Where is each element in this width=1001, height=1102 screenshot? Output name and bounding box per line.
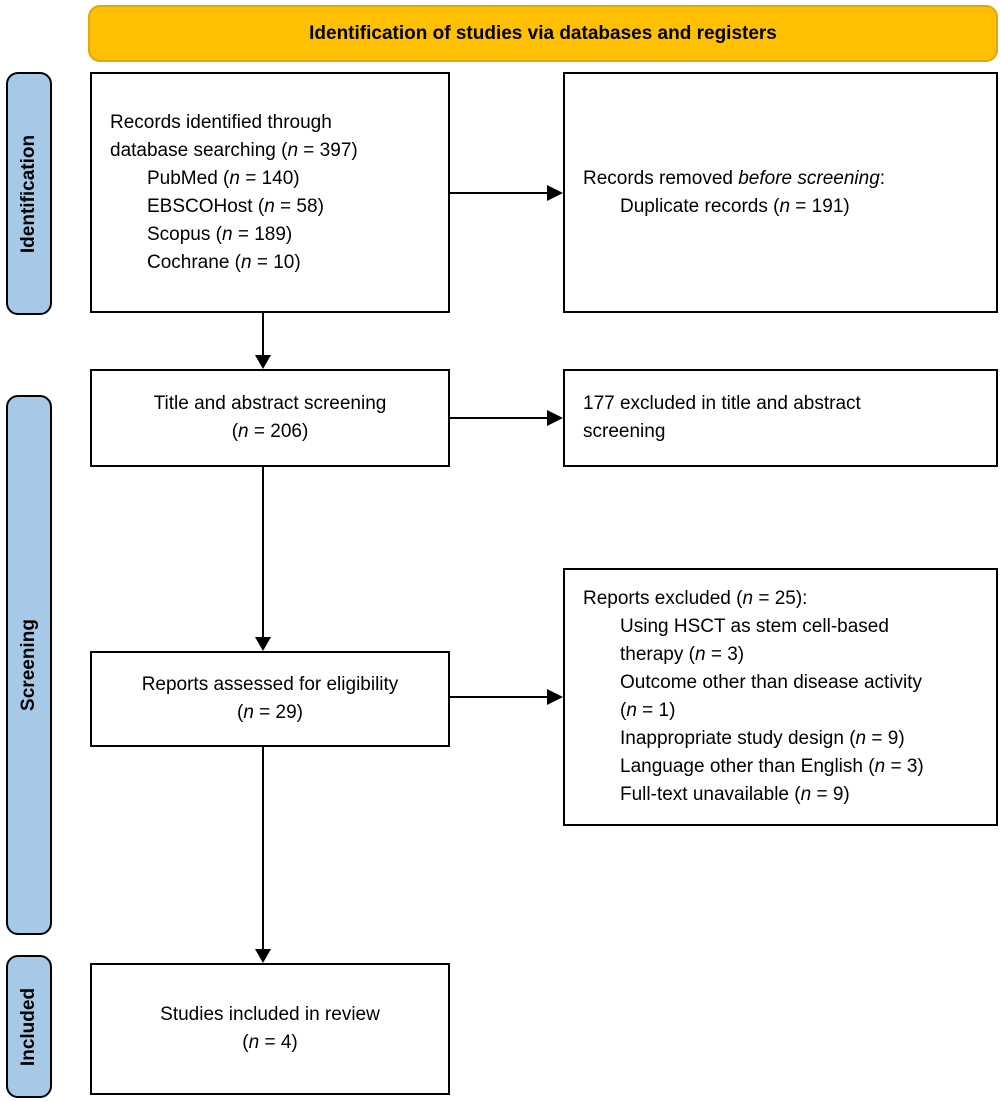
box-records-identified: Records identified through database sear… — [90, 72, 450, 313]
box-text-line: Cochrane (n = 10) — [147, 251, 301, 273]
box-excluded-title-abstract: 177 excluded in title and abstract scree… — [563, 369, 998, 467]
arrow-eligibility-to-excluded-line — [450, 695, 547, 698]
stage-bar-included: Included — [6, 955, 52, 1098]
box-text-line: EBSCOHost (n = 58) — [147, 195, 324, 217]
box-text-line: Studies included in review — [160, 1004, 380, 1025]
stage-label-screening: Screening — [18, 619, 39, 711]
box-reports-excluded: Reports excluded (n = 25): Using HSCT as… — [563, 568, 998, 826]
box-text-line: Inappropriate study design (n = 9) — [620, 728, 905, 749]
arrow-right-icon — [547, 185, 563, 201]
box-text-line: (n = 29) — [236, 702, 304, 723]
box-reports-assessed: Reports assessed for eligibility (n = 29… — [90, 651, 450, 747]
box-text-line: Outcome other than disease activity — [620, 672, 923, 693]
box-text-line: (n = 1) — [620, 700, 676, 721]
banner-label: Identification of studies via databases … — [309, 22, 777, 44]
box-text-line: Reports assessed for eligibility — [141, 674, 399, 695]
box-text-line: (n = 206) — [231, 421, 309, 442]
box-text-line: 177 excluded in title and abstract — [583, 393, 861, 414]
stage-label-included: Included — [18, 987, 39, 1066]
stage-label-identification: Identification — [18, 134, 40, 253]
box-text-line: PubMed (n = 140) — [147, 167, 300, 189]
box-text-line: Records identified through — [110, 111, 332, 133]
box-text-line: database searching (n = 397) — [110, 139, 358, 161]
stage-bar-identification: Identification — [6, 72, 52, 315]
arrow-right-icon — [547, 410, 563, 426]
box-text-line: therapy (n = 3) — [620, 644, 745, 665]
arrow-records-to-screening-line — [261, 313, 264, 355]
box-text-line: Title and abstract screening — [153, 393, 387, 414]
stage-bar-screening: Screening — [6, 395, 52, 935]
box-studies-included: Studies included in review (n = 4) — [90, 963, 450, 1095]
box-text-line: Duplicate records (n = 191) — [620, 195, 850, 217]
box-text-line: Full-text unavailable (n = 9) — [620, 784, 850, 805]
box-text-line: Using HSCT as stem cell-based — [620, 616, 889, 637]
arrow-right-icon — [547, 689, 563, 705]
box-title-abstract-screening: Title and abstract screening (n = 206) — [90, 369, 450, 467]
box-text-line: Records removed before screening: — [583, 167, 886, 189]
arrow-eligibility-to-included-line — [261, 747, 264, 949]
arrow-down-icon — [254, 949, 271, 963]
box-text-line: Reports excluded (n = 25): — [583, 588, 808, 609]
arrow-down-icon — [254, 355, 271, 369]
banner-identification-via-databases: Identification of studies via databases … — [88, 5, 998, 62]
box-text-line: (n = 4) — [242, 1032, 298, 1053]
box-text-line: screening — [583, 421, 666, 442]
arrow-down-icon — [254, 637, 271, 651]
box-records-removed: Records removed before screening: Duplic… — [563, 72, 998, 313]
arrow-records-to-removed-line — [450, 191, 547, 194]
box-text-line: Language other than English (n = 3) — [620, 756, 924, 777]
arrow-screening-to-excluded-line — [450, 416, 547, 419]
box-text-line: Scopus (n = 189) — [147, 223, 293, 245]
arrow-screening-to-eligibility-line — [261, 467, 264, 637]
